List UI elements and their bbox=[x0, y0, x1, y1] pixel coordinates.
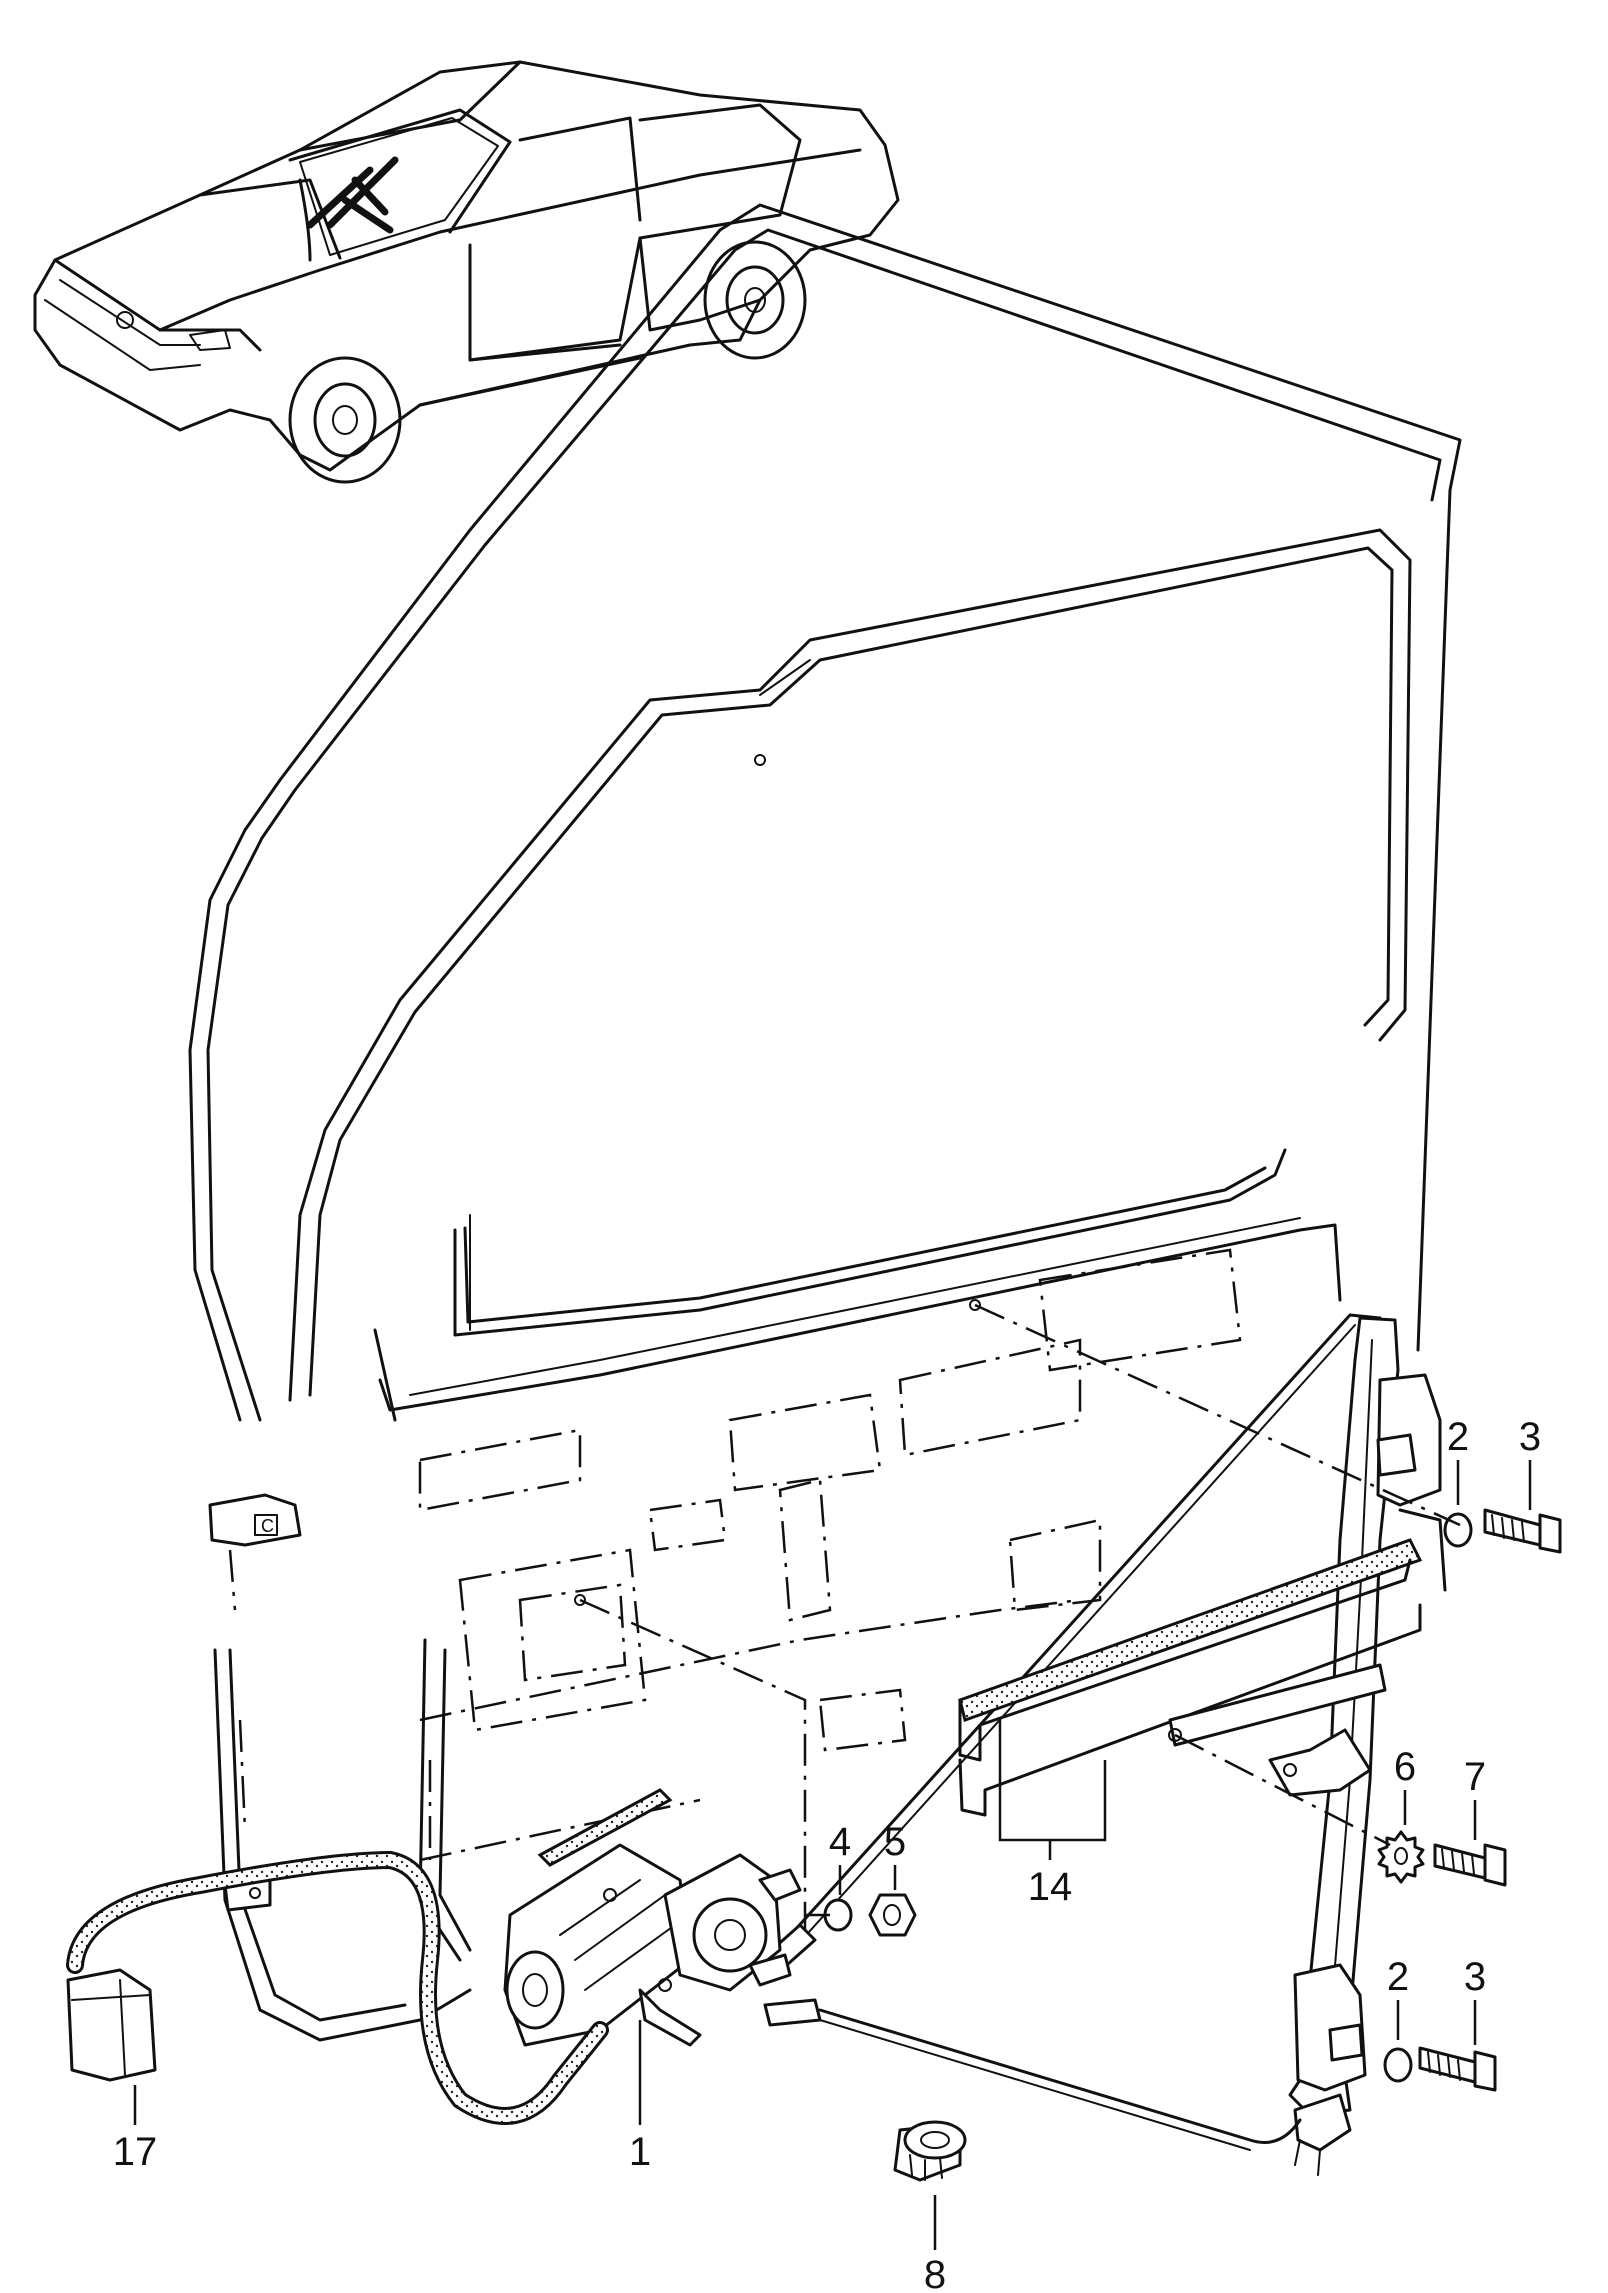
callout-leaders bbox=[133, 1460, 1532, 2250]
callout-2-lower: 2 bbox=[1387, 1955, 1409, 1999]
callout-3-upper: 3 bbox=[1519, 1415, 1541, 1459]
callout-labels: 2 3 2 3 4 5 6 7 8 1 14 17 bbox=[113, 1415, 1541, 2293]
callout-3-lower: 3 bbox=[1464, 1955, 1486, 1999]
window-motor-assembly bbox=[503, 1788, 802, 2047]
front-door-shell: C bbox=[188, 203, 1462, 2042]
callout-7: 7 bbox=[1464, 1755, 1486, 1799]
callout-17: 17 bbox=[113, 2130, 158, 2174]
callout-2-upper: 2 bbox=[1447, 1415, 1469, 1459]
assembly-lines bbox=[579, 1303, 1461, 1930]
callout-6: 6 bbox=[1394, 1745, 1416, 1789]
callout-1: 1 bbox=[629, 2130, 651, 2174]
wiring-harness bbox=[66, 1850, 609, 2125]
car-overview-illustration bbox=[33, 60, 900, 484]
callout-4: 4 bbox=[829, 1820, 851, 1864]
callout-14: 14 bbox=[1028, 1865, 1073, 1909]
lock-clip-letter: C bbox=[261, 1516, 274, 1536]
glass-guide-channel bbox=[958, 1508, 1447, 1817]
small-parts bbox=[823, 1508, 1562, 2182]
callout-8: 8 bbox=[924, 2253, 946, 2293]
callout-5: 5 bbox=[884, 1820, 906, 1864]
